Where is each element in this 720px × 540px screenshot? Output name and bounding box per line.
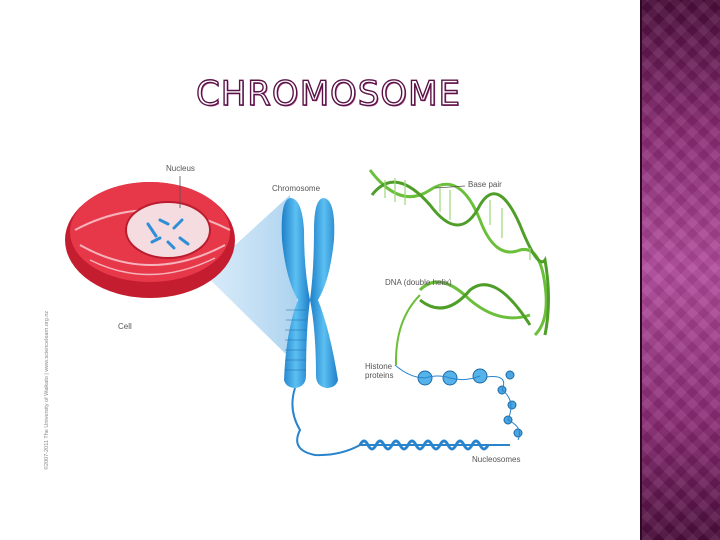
diagram-illustration: [65, 169, 550, 457]
side-panel-edge: [640, 0, 643, 540]
label-base-pair: Base pair: [468, 180, 502, 189]
histone-thread: [394, 364, 481, 381]
cell-illustration: [65, 182, 235, 298]
nucleosome-thread: [479, 376, 521, 441]
label-histone-line2: proteins: [365, 371, 394, 380]
dna-helix: [368, 169, 550, 337]
slide-title: CHROMOSOME: [195, 73, 461, 114]
zoom-beam: [168, 195, 302, 370]
chromosome-diagram: Nucleus Chromosome Cell Base pair DNA (d…: [40, 150, 560, 480]
label-histone: Histone proteins: [365, 362, 393, 380]
label-chromosome: Chromosome: [272, 184, 321, 193]
chromatin-strand: [291, 387, 510, 457]
label-cell: Cell: [118, 322, 132, 331]
label-nucleosomes: Nucleosomes: [472, 455, 521, 464]
nucleosome-beads: [497, 370, 523, 438]
chromatin-coil: [358, 439, 490, 451]
base-pair-pointer: [434, 185, 466, 189]
decorative-side-panel: [642, 0, 720, 540]
label-nucleus: Nucleus: [166, 164, 195, 173]
dna-to-histone-link: [394, 294, 421, 366]
label-histone-line1: Histone: [365, 362, 393, 371]
chromosome-illustration: [281, 198, 338, 388]
dna-rungs: [384, 178, 531, 260]
label-dna: DNA (double helix): [385, 278, 452, 287]
